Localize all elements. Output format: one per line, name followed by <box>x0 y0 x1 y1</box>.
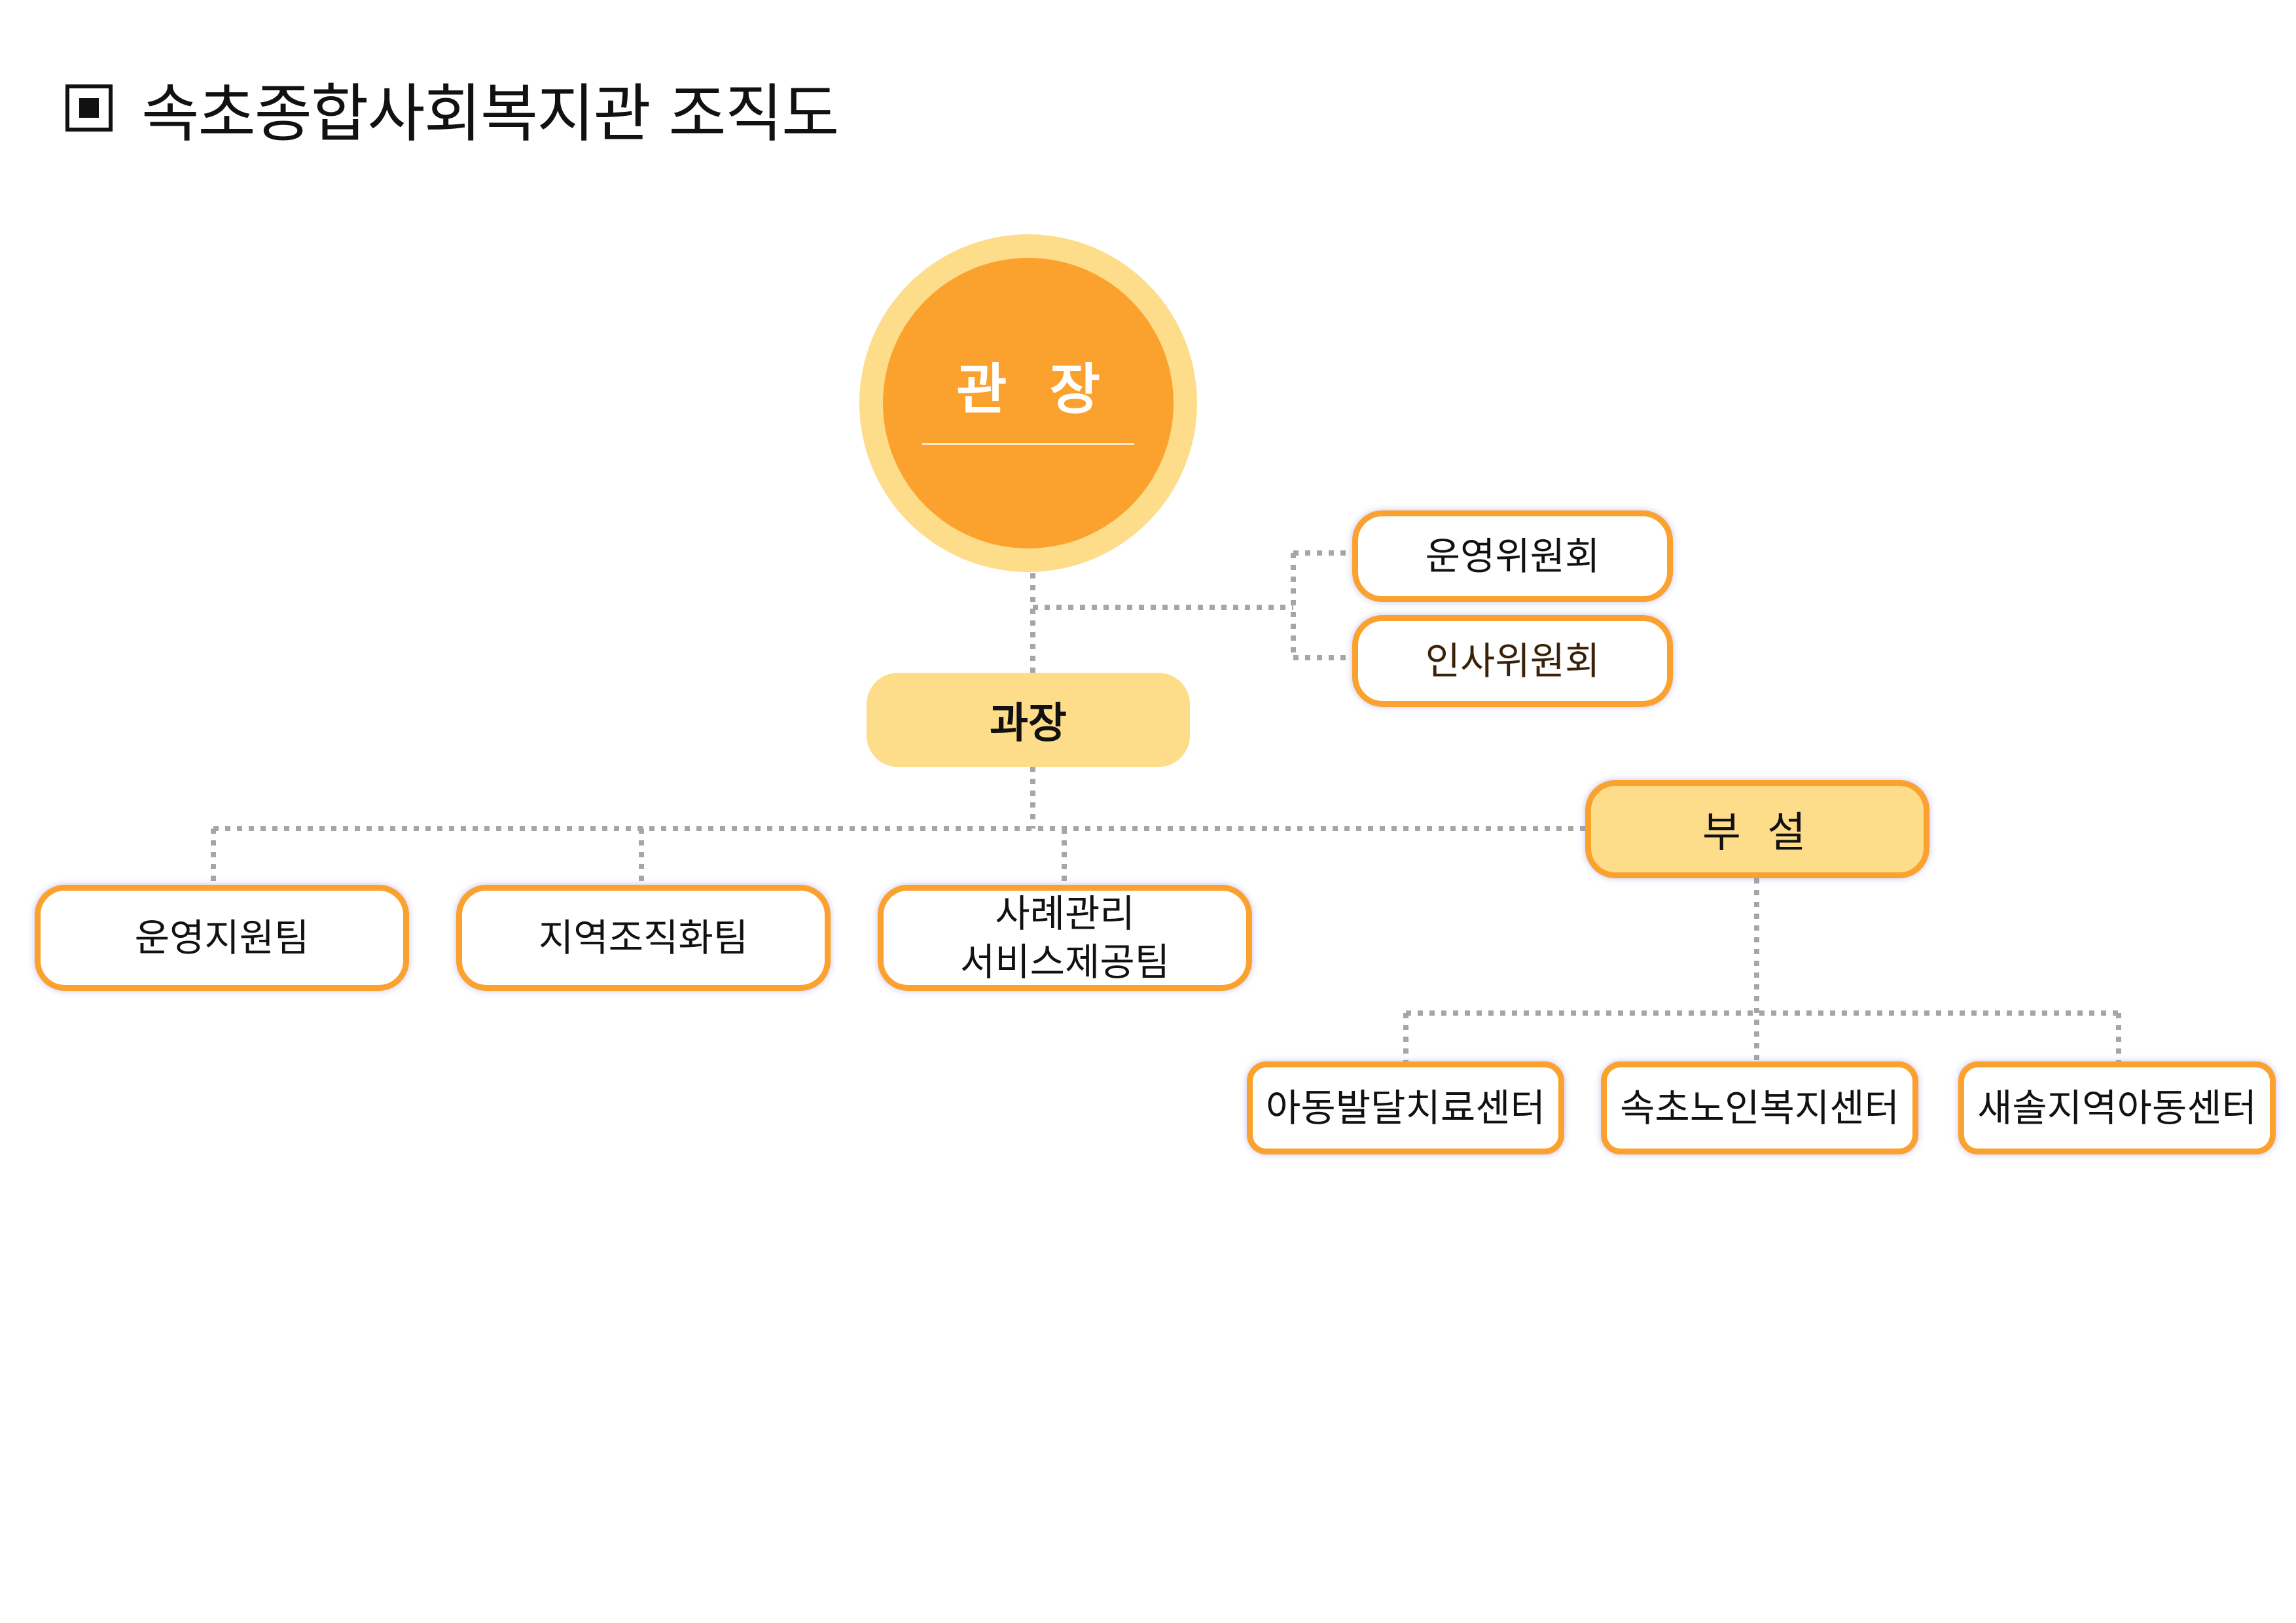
committee-box-operations: 운영위원회 <box>1352 510 1673 602</box>
team-label: 지역조직화팀 <box>538 915 749 960</box>
committee-box-personnel: 인사위원회 <box>1352 615 1673 707</box>
center-box-child-development: 아동발달치료센터 <box>1247 1061 1564 1154</box>
page-title-row: 속초종합사회복지관 조직도 <box>65 65 839 151</box>
director-node: 관 장 <box>883 258 1174 548</box>
team-box-case-management: 사례관리 서비스제공팀 <box>878 885 1252 991</box>
center-label: 속초노인복지센터 <box>1620 1085 1899 1130</box>
team-label: 운영지원팀 <box>134 915 310 960</box>
director-label: 관 장 <box>956 357 1112 421</box>
square-bullet-icon <box>65 84 113 132</box>
center-box-senior-welfare: 속초노인복지센터 <box>1601 1061 1918 1154</box>
annex-node: 부 설 <box>1585 780 1929 878</box>
team-box-community-organizing: 지역조직화팀 <box>456 885 831 991</box>
page-title: 속초종합사회복지관 조직도 <box>141 77 839 151</box>
manager-node: 과장 <box>867 673 1190 767</box>
committee-label: 운영위원회 <box>1425 533 1600 579</box>
center-label: 새솔지역아동센터 <box>1977 1085 2257 1130</box>
center-label: 아동발달치료센터 <box>1266 1085 1545 1130</box>
director-underline <box>922 443 1134 445</box>
team-label-line1: 사례관리 <box>995 891 1135 936</box>
manager-label: 과장 <box>990 700 1067 748</box>
team-box-operations-support: 운영지원팀 <box>35 885 409 991</box>
annex-label: 부 설 <box>1702 809 1813 857</box>
committee-label: 인사위원회 <box>1425 638 1600 683</box>
center-box-community-children: 새솔지역아동센터 <box>1958 1061 2276 1154</box>
team-label-line2: 서비스제공팀 <box>960 940 1170 984</box>
